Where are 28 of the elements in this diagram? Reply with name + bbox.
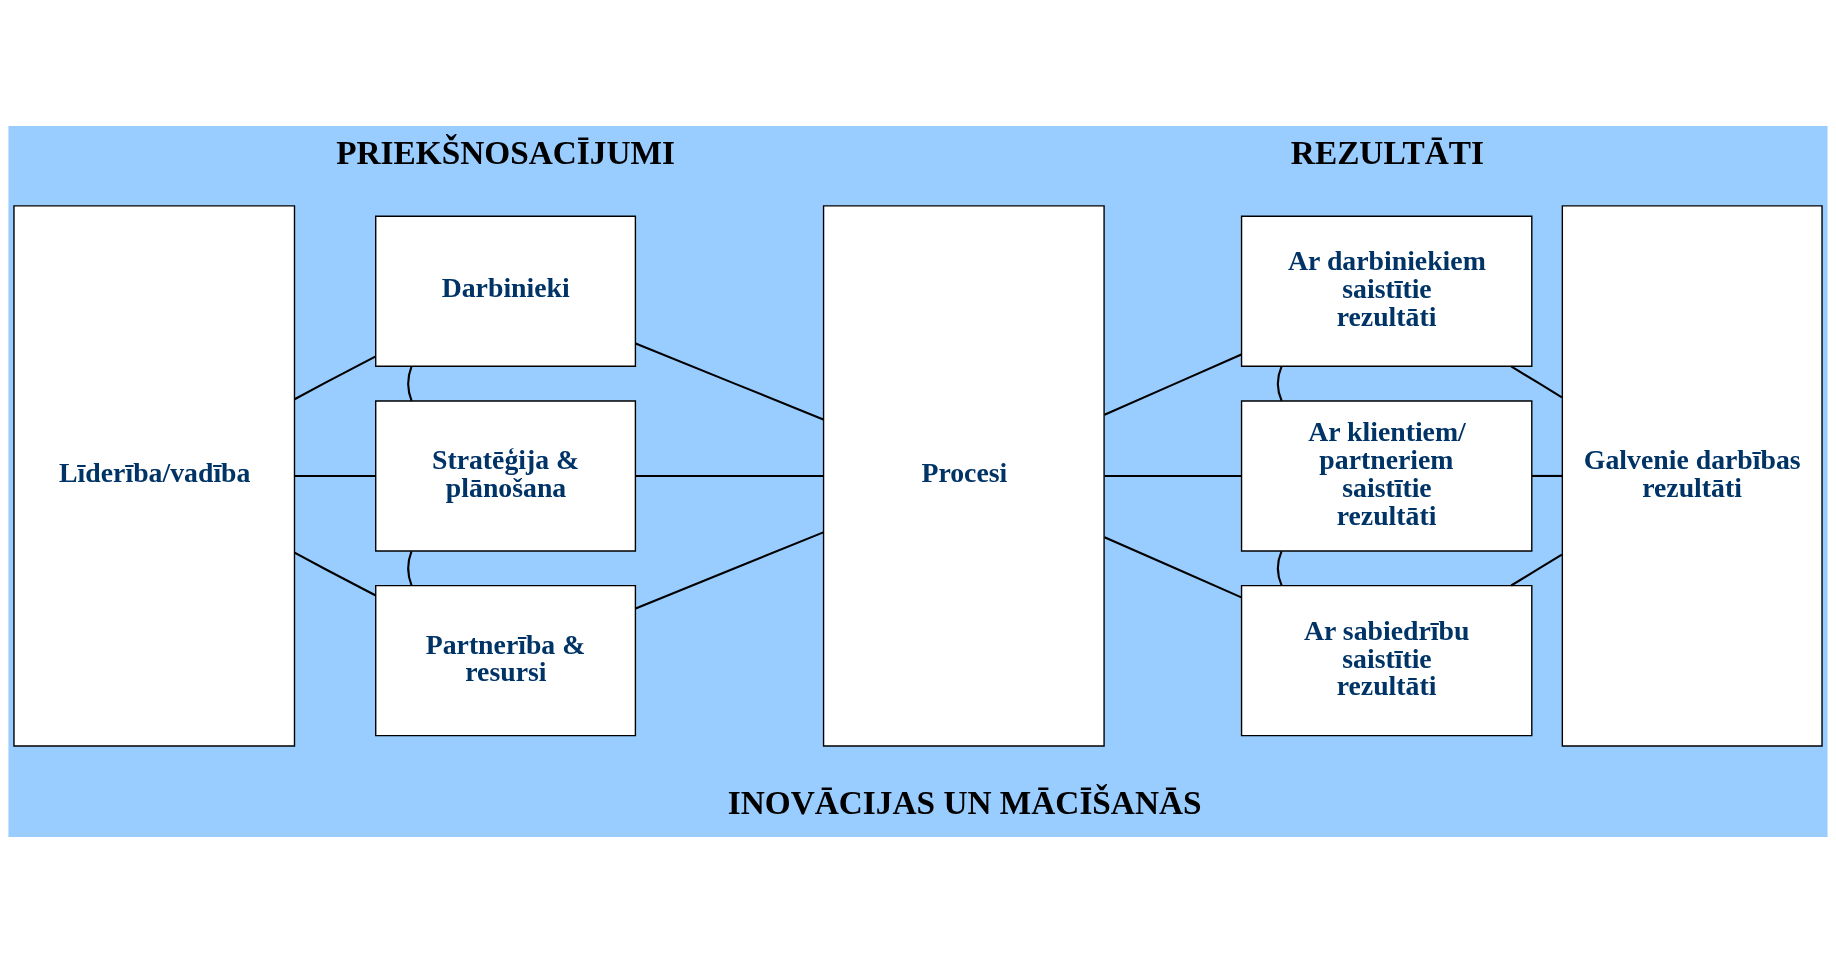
connector: [635, 342, 824, 421]
connector: [1276, 366, 1283, 402]
connector: [1531, 474, 1563, 477]
node-box: Līderība/vadība: [13, 205, 296, 747]
connector: [1510, 553, 1563, 587]
node-box: Ar darbiniekiem saistītie rezultāti: [1240, 215, 1533, 367]
connector: [407, 551, 413, 586]
node-box: Ar sabiedrību saistītie rezultāti: [1240, 584, 1533, 737]
node-box: Stratēģija & plānošana: [375, 400, 637, 552]
connector: [1104, 536, 1242, 599]
connector: [1276, 550, 1283, 586]
label: PRIEKŠNOSACĪJUMI: [336, 133, 675, 171]
connector: [635, 531, 824, 610]
node-box: Ar klientiem/ partneriem saistītie rezultāti: [1240, 400, 1533, 552]
connector: [407, 366, 413, 402]
connector: [1104, 353, 1242, 416]
connector: [1510, 365, 1563, 399]
node-box: Procesi: [822, 205, 1105, 747]
label: INOVĀCIJAS UN MĀCĪŠANĀS: [727, 783, 1202, 821]
connector: [635, 474, 824, 477]
connector: [294, 474, 376, 477]
node-box: Partnerība & resursi: [375, 584, 637, 737]
connector: [294, 355, 376, 401]
node-box: Darbinieki: [375, 215, 637, 367]
label: REZULTĀTI: [1290, 133, 1485, 171]
connector: [294, 551, 376, 597]
node-box: Galvenie darbības rezultāti: [1561, 205, 1823, 747]
connector: [1104, 474, 1242, 477]
